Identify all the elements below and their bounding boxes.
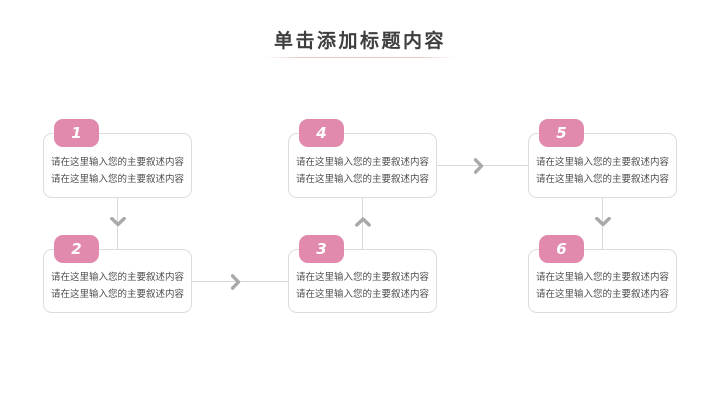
placeholder-line: 请在这里输入您的主要叙述内容 xyxy=(535,157,669,168)
placeholder-line: 请在这里输入您的主要叙述内容 xyxy=(295,272,429,283)
step-number-badge: 6 xyxy=(539,235,584,263)
flow-box-5: 5 请在这里输入您的主要叙述内容 请在这里输入您的主要叙述内容 xyxy=(528,119,677,198)
placeholder-line: 请在这里输入您的主要叙述内容 xyxy=(535,272,669,283)
chevron-up-icon xyxy=(355,217,371,227)
placeholder-line: 请在这里输入您的主要叙述内容 xyxy=(50,289,184,300)
slide-title[interactable]: 单击添加标题内容 xyxy=(273,30,446,52)
flow-box-4: 4 请在这里输入您的主要叙述内容 请在这里输入您的主要叙述内容 xyxy=(288,119,437,198)
step-number-badge: 5 xyxy=(539,119,584,147)
placeholder-line: 请在这里输入您的主要叙述内容 xyxy=(50,174,184,185)
connector-3-to-4 xyxy=(362,198,363,249)
step-number-badge: 3 xyxy=(299,235,344,263)
placeholder-text[interactable]: 请在这里输入您的主要叙述内容 请在这里输入您的主要叙述内容 xyxy=(48,269,187,303)
placeholder-line: 请在这里输入您的主要叙述内容 xyxy=(295,174,429,185)
placeholder-text[interactable]: 请在这里输入您的主要叙述内容 请在这里输入您的主要叙述内容 xyxy=(48,154,187,188)
flow-box-1: 1 请在这里输入您的主要叙述内容 请在这里输入您的主要叙述内容 xyxy=(43,119,192,198)
placeholder-text[interactable]: 请在这里输入您的主要叙述内容 请在这里输入您的主要叙述内容 xyxy=(533,269,672,303)
chevron-right-icon xyxy=(473,158,484,174)
step-number-badge: 4 xyxy=(299,119,344,147)
placeholder-line: 请在这里输入您的主要叙述内容 xyxy=(295,157,429,168)
placeholder-text[interactable]: 请在这里输入您的主要叙述内容 请在这里输入您的主要叙述内容 xyxy=(293,269,432,303)
flow-box-6: 6 请在这里输入您的主要叙述内容 请在这里输入您的主要叙述内容 xyxy=(528,235,677,313)
flow-box-2: 2 请在这里输入您的主要叙述内容 请在这里输入您的主要叙述内容 xyxy=(43,235,192,313)
chevron-down-icon xyxy=(595,216,611,227)
flow-box-3: 3 请在这里输入您的主要叙述内容 请在这里输入您的主要叙述内容 xyxy=(288,235,437,313)
chevron-down-icon xyxy=(110,216,126,227)
placeholder-text[interactable]: 请在这里输入您的主要叙述内容 请在这里输入您的主要叙述内容 xyxy=(293,154,432,188)
chevron-right-icon xyxy=(230,274,241,290)
step-number-badge: 2 xyxy=(54,235,99,263)
placeholder-line: 请在这里输入您的主要叙述内容 xyxy=(535,289,669,300)
placeholder-line: 请在这里输入您的主要叙述内容 xyxy=(535,174,669,185)
placeholder-line: 请在这里输入您的主要叙述内容 xyxy=(50,157,184,168)
title-divider xyxy=(265,57,455,58)
placeholder-line: 请在这里输入您的主要叙述内容 xyxy=(295,289,429,300)
placeholder-line: 请在这里输入您的主要叙述内容 xyxy=(50,272,184,283)
step-number-badge: 1 xyxy=(54,119,99,147)
placeholder-text[interactable]: 请在这里输入您的主要叙述内容 请在这里输入您的主要叙述内容 xyxy=(533,154,672,188)
